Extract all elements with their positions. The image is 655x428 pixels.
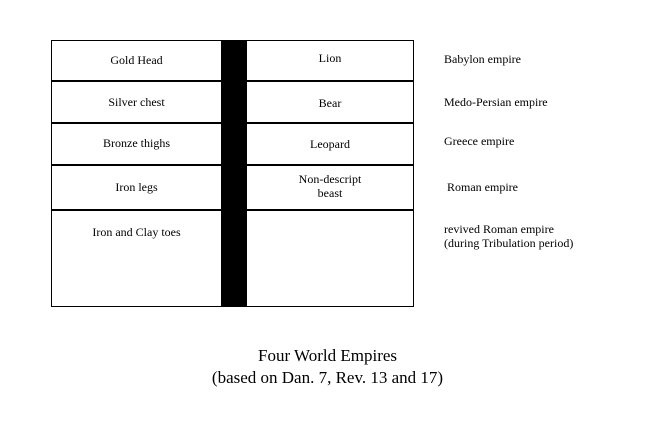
empire-revived-roman: revived Roman empire (during Tribulation… xyxy=(444,222,574,250)
body-part-iron-legs: Iron legs xyxy=(115,180,158,194)
beast-bear: Bear xyxy=(318,96,342,110)
empire-greece: Greece empire xyxy=(444,134,515,148)
empire-roman: Roman empire xyxy=(447,180,518,194)
beast-leopard: Leopard xyxy=(310,137,350,151)
empire-babylon: Babylon empire xyxy=(444,52,521,66)
body-part-silver-chest: Silver chest xyxy=(108,95,165,109)
body-part-iron-clay-toes: Iron and Clay toes xyxy=(92,225,181,239)
center-divider-bar xyxy=(221,40,247,307)
body-part-gold-head: Gold Head xyxy=(110,53,163,67)
beast-lion: Lion xyxy=(318,51,342,65)
body-part-bronze-thighs: Bronze thighs xyxy=(103,136,170,150)
caption-subtitle: (based on Dan. 7, Rev. 13 and 17) xyxy=(211,368,444,387)
empire-medo-persian: Medo-Persian empire xyxy=(444,95,548,109)
beast-non-descript: Non-descript beast xyxy=(298,172,362,200)
caption-title: Four World Empires xyxy=(257,346,398,365)
